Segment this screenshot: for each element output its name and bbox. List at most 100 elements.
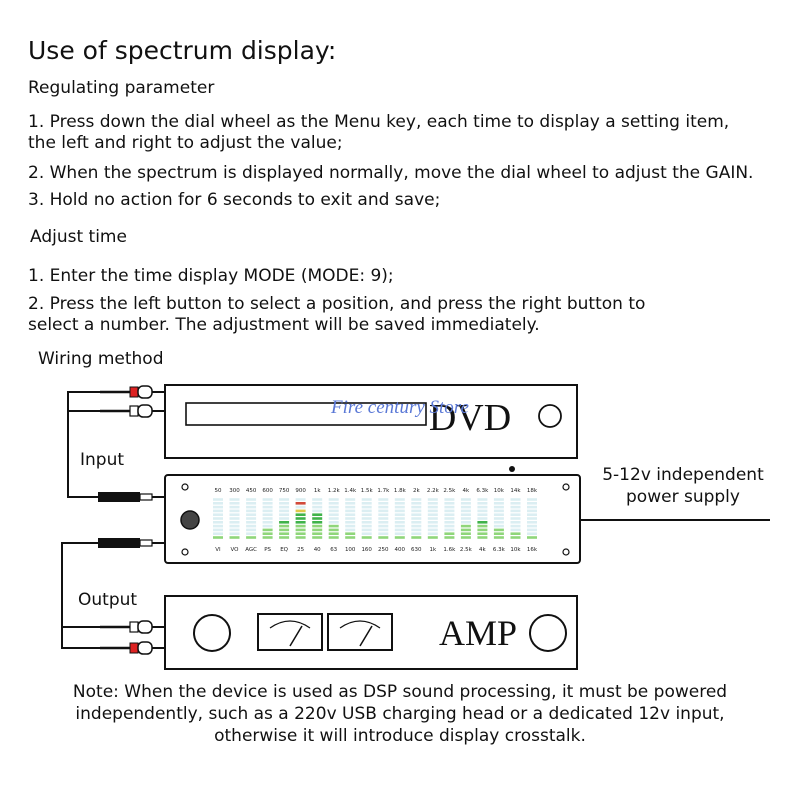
spectrum-bar-segment (378, 509, 389, 513)
spectrum-bar-segment (477, 498, 488, 501)
spectrum-bar-segment (510, 502, 521, 505)
spectrum-bar-segment (477, 517, 488, 520)
spectrum-bar-segment (411, 532, 422, 535)
spectrum-bar-segment (394, 513, 405, 516)
spectrum-bar-segment (262, 524, 273, 528)
spectrum-bar-segment (229, 513, 240, 516)
spectrum-bar-segment (361, 532, 372, 535)
spectrum-bottom-label: 40 (314, 547, 321, 553)
spectrum-bar-segment (510, 532, 521, 535)
spectrum-bar-segment (295, 528, 306, 532)
spectrum-bar-segment (328, 498, 339, 501)
spectrum-bar-segment (493, 509, 504, 513)
spectrum-bar-segment (460, 502, 471, 505)
spectrum-bar-segment (279, 528, 290, 532)
spectrum-bar-segment (361, 517, 372, 520)
dvd-label: DVD (429, 397, 511, 439)
spectrum-bar-segment (262, 532, 273, 535)
spectrum-bar-segment (493, 532, 504, 535)
spectrum-bar-segment (345, 513, 356, 516)
spectrum-bar-segment (213, 505, 223, 509)
spectrum-bar-segment (328, 505, 339, 509)
note-text: Note: When the device is used as DSP sou… (72, 682, 728, 746)
spectrum-bar-segment (345, 528, 356, 532)
wiring-heading: Wiring method (38, 349, 164, 369)
spectrum-bottom-label: AGC (245, 547, 257, 553)
adjust-time-step-2-line-2: select a number. The adjustment will be … (28, 315, 540, 335)
spectrum-bar-segment (493, 505, 504, 509)
spectrum-bar-segment (262, 509, 273, 513)
spectrum-bar-segment (361, 509, 372, 513)
spectrum-bar-segment (345, 532, 356, 535)
spectrum-bar-segment (411, 513, 422, 516)
spectrum-top-label: 1.4k (344, 488, 357, 494)
spectrum-bar-segment (444, 502, 455, 505)
spectrum-top-label: 10k (494, 488, 505, 494)
spectrum-bar-segment (444, 524, 455, 528)
spectrum-bar-segment (361, 536, 372, 539)
spectrum-bar-segment (361, 524, 372, 528)
spectrum-bar-segment (279, 498, 290, 501)
spectrum-top-label: 750 (279, 488, 290, 494)
dial-wheel (180, 510, 200, 530)
spectrum-bar-segment (229, 505, 240, 509)
screw (181, 483, 189, 491)
dvd-player (164, 384, 578, 459)
spectrum-bar-segment (246, 513, 257, 516)
spectrum-bar-segment (262, 536, 273, 539)
spectrum-bar-segment (527, 528, 537, 532)
spectrum-bar-segment (345, 509, 356, 513)
spectrum-bar-segment (328, 502, 339, 505)
spectrum-bar-segment (279, 513, 290, 516)
spectrum-bar-segment (262, 528, 273, 532)
spectrum-bar-segment (328, 513, 339, 516)
dvd-knob (538, 404, 562, 428)
spectrum-bar-segment (444, 521, 455, 524)
store-watermark: Fire century Store (330, 397, 469, 418)
spectrum-bar-segment (345, 521, 356, 524)
spectrum-bar-segment (394, 528, 405, 532)
spectrum-bar-segment (510, 524, 521, 528)
spectrum-top-label: 300 (229, 488, 240, 494)
spectrum-bottom-label: 25 (297, 547, 304, 553)
spectrum-bar-segment (460, 528, 471, 532)
adjust-time-step-2-line-1: 2. Press the left button to select a pos… (28, 294, 646, 314)
spectrum-bar-segment (213, 521, 223, 524)
spectrum-bar-segment (279, 517, 290, 520)
spectrum-bar-segment (361, 505, 372, 509)
spectrum-bar-segment (394, 498, 405, 501)
spectrum-bar-segment (378, 502, 389, 505)
spectrum-bar-segment (312, 532, 323, 535)
spectrum-bottom-label: 160 (361, 547, 372, 553)
spectrum-bar-segment (427, 536, 438, 539)
spectrum-bar-segment (279, 502, 290, 505)
spectrum-bar-segment (394, 509, 405, 513)
screw (181, 548, 189, 556)
spectrum-bar-segment (411, 502, 422, 505)
spectrum-bar-segment (361, 498, 372, 501)
spectrum-bar-segment (510, 505, 521, 509)
spectrum-bottom-label: PS (264, 547, 271, 553)
output-label: Output (78, 590, 138, 610)
spectrum-bar-segment (229, 521, 240, 524)
spectrum-bar-segment (345, 517, 356, 520)
spectrum-bar-segment (477, 505, 488, 509)
spectrum-bar-segment (510, 536, 521, 539)
spectrum-bar-segment (312, 505, 323, 509)
spectrum-top-label: 1.8k (394, 488, 407, 494)
spectrum-bar-segment (345, 524, 356, 528)
spectrum-bar-segment (493, 536, 504, 539)
screw (562, 483, 570, 491)
spectrum-bar-segment (460, 498, 471, 501)
spectrum-peak (295, 502, 306, 505)
spectrum-top-label: 2k (413, 488, 420, 494)
spectrum-top-label: 1k (314, 488, 321, 494)
spectrum-top-label: 14k (510, 488, 521, 494)
spectrum-bar-segment (295, 517, 306, 520)
spectrum-bar-segment (229, 536, 240, 539)
spectrum-bar-segment (477, 502, 488, 505)
spectrum-bar-segment (527, 509, 537, 513)
spectrum-bar-segment (411, 498, 422, 501)
spectrum-bar-segment (295, 532, 306, 535)
spectrum-bar-segment (527, 524, 537, 528)
